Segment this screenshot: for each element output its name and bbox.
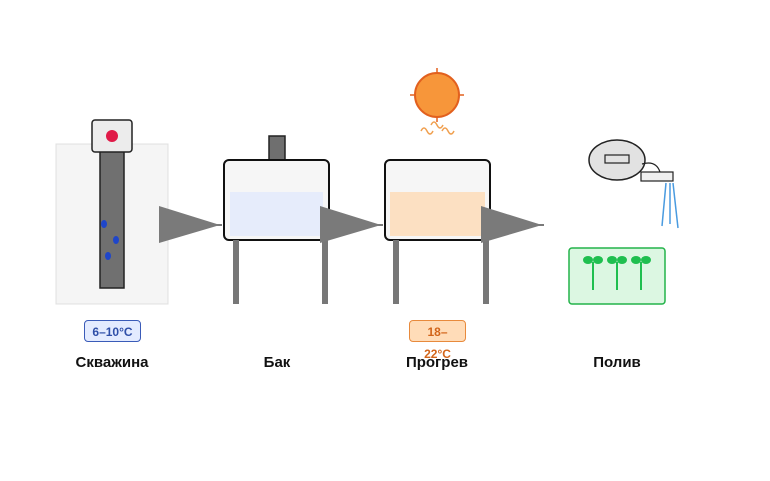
sprinkler-icon bbox=[588, 139, 679, 229]
step-label-heating: Прогрев bbox=[405, 354, 469, 371]
sun-icon bbox=[410, 68, 464, 135]
step-label-tank: Бак bbox=[263, 354, 291, 371]
arrow-icon bbox=[320, 206, 383, 243]
well-icon bbox=[55, 119, 169, 305]
seedling-tray-icon bbox=[568, 247, 666, 305]
step-label-watering: Полив bbox=[593, 354, 641, 371]
heating-temperature-badge: 18–22°C bbox=[409, 320, 466, 361]
step-label-well: Скважина bbox=[75, 354, 149, 371]
well-temperature-badge: 6–10°C bbox=[84, 320, 141, 342]
heated-tank-icon bbox=[384, 159, 491, 304]
tank-icon bbox=[223, 135, 330, 304]
arrow-icon bbox=[159, 206, 222, 243]
arrow-icon bbox=[481, 206, 544, 243]
